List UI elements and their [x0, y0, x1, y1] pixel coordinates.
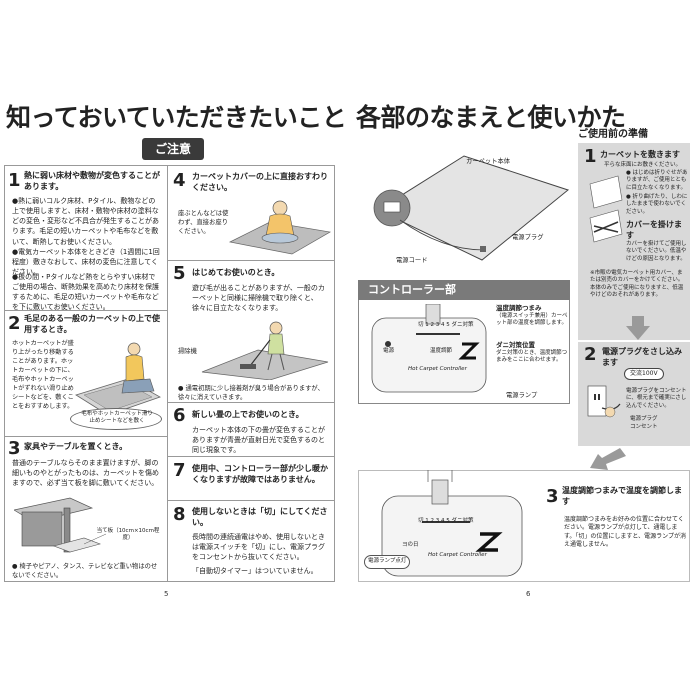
prep-note: ※市販の電気カーペット用カバー、または別売のカバーをかけてください。本体のみでご… [590, 270, 684, 299]
plug-label: 電源プラグ [512, 234, 544, 241]
section-4-caption: 座ぶとんなどは使わず、直接お座りください。 [178, 210, 229, 235]
section-1-number: 1 [8, 170, 21, 191]
prep-step-1-sub: 平らな床面にお敷きください。 [604, 162, 682, 168]
step2-plug-label: 電源プラグ [630, 416, 658, 422]
prep-step-1-heading: カーペットを敷きます [600, 150, 680, 159]
left-page-title: 知っておいていただきたいこと [6, 103, 347, 132]
carpet-diagram [373, 155, 570, 261]
divider [167, 500, 335, 501]
section-2-body: ホットカーペットが盛り上がったり移動することがあります。ホットカーペットの下に、… [12, 340, 74, 410]
section-5-number: 5 [173, 263, 186, 284]
prep-step-3-body: 温度調節つまみをお好みの位置に合わせてください。電源ランプが点灯して、通電します… [564, 516, 686, 549]
dani-label: ダニ対策位置 [496, 341, 535, 349]
section-8-note: 「自動切タイマー」はついていません。 [192, 567, 318, 575]
section-8-body: 長時間の連続通電はやめ、使用しないときは電源スイッチを「切」にし、電源プラグをコ… [192, 533, 325, 562]
column-divider [167, 165, 168, 582]
section-5-heading: はじめてお使いのとき。 [192, 268, 280, 277]
section-2-bubble-text: 毛布やホットカーペット滑り止めシートなどを敷く [81, 411, 153, 425]
caution-badge: ご注意 [142, 138, 204, 160]
prep-step-1-b1: ● はじめは折りぐせがありますが、ご使用とともに目立たなくなります。 [626, 170, 688, 191]
cord-label: 電源コード [396, 257, 428, 264]
section-6-number: 6 [173, 405, 186, 426]
caution-frame [4, 165, 335, 582]
divider [167, 402, 335, 403]
section-2-heading: 毛足のある一般のカーペットの上で使用するとき。 [24, 314, 160, 334]
right-page-number: 6 [526, 590, 531, 598]
table-board-illustration [14, 497, 107, 553]
dani-description: ダニ対策のとき、温度調節つまみをここに合わせます。 [496, 350, 568, 364]
section-3-note: ● 椅子やピアノ、タンス、テレビなど重い物はのせないでください。 [12, 563, 158, 579]
knob-label: 温度調節つまみ [496, 304, 542, 312]
step3-dial-marks: 切 1 2 3 4 5 ダニ対策 [418, 518, 474, 524]
section-3-body: 普通のテーブルならそのまま置けますが、脚の細いものやとがったものは、カーペットを… [12, 459, 159, 488]
section-8-number: 8 [173, 504, 186, 525]
arrow-down-icon [626, 316, 650, 340]
section-1-bullet-3: ●板の間・Pタイルなど熱をとらやすい床材でご使用の場合、断熱効果を高めたり床材を… [12, 273, 159, 312]
divider [167, 456, 335, 457]
divider [167, 260, 335, 261]
prep-step-1-number: 1 [584, 146, 597, 167]
controller-power-text: 電源 [383, 348, 395, 354]
cover-body: カバーを掛けてご使用しないでください。低温やけどの原因となります。 [626, 241, 687, 262]
section-3-number: 3 [8, 438, 21, 459]
section-5-note: ● 通電初期に少し接着剤が臭う場合がありますが、徐々に消えていきます。 [178, 385, 324, 401]
prep-step-2-number: 2 [584, 344, 597, 365]
lamp-on-label: 電源ランプ点灯 [368, 558, 407, 564]
vacuum-label: 掃除機 [178, 348, 197, 355]
section-3-heading: 家具やテーブルを置くとき。 [24, 442, 128, 451]
board-label: 当て板（10cm×10cm程度） [96, 528, 160, 542]
divider [4, 436, 167, 437]
section-6-body: カーペット本体の下の畳が変色することがありますが青畳が直射日光で変色するのと同じ… [192, 426, 325, 455]
left-page-number: 5 [164, 590, 169, 598]
right-page-title: 各部のなまえと使いかた [356, 103, 626, 132]
section-5-body: 遊び毛が出ることがありますが、一般のカーペットと同様に掃除機で取り除くと、徐々に… [192, 284, 325, 313]
sitting-person-illustration [228, 200, 332, 255]
prep-step-3-number: 3 [546, 486, 559, 507]
controller-banner: コントローラー部 [358, 280, 570, 300]
section-4-heading: カーペットカバーの上に直接おすわりください。 [192, 172, 328, 192]
outlet-illustration [587, 385, 621, 418]
prep-title: ご使用前の準備 [578, 129, 648, 140]
carpet-fold-illustration [589, 175, 623, 243]
section-1-bullet-1: ●熱に弱いコルク床材、Pタイル、敷物などの上で使用しますと、床材・敷物や床材の塗… [12, 197, 159, 246]
carpet-person-illustration [75, 342, 161, 416]
section-7-heading: 使用中、コントローラー部が少し暖かくなりますが故障ではありません。 [192, 464, 328, 484]
prep-step-3-heading: 温度調節つまみで温度を調節します [562, 486, 682, 506]
section-7-number: 7 [173, 460, 186, 481]
controller-dial-marks: 切 1 2 3 4 5 ダニ対策 [418, 322, 474, 328]
controller-illustration [371, 304, 487, 393]
section-4-number: 4 [173, 170, 186, 191]
section-1-bullet-2: ●電気カーペット本体をときどき（1週間に1回程度）敷きなおして、床材の変色に注意… [12, 248, 160, 277]
section-2-bubble [70, 408, 162, 430]
arrow-diagonal-icon [590, 448, 626, 470]
divider [4, 310, 167, 311]
controller-step3-illustration [381, 470, 523, 577]
prep-step-3-box [358, 470, 690, 582]
lamp-on-badge [364, 555, 410, 569]
section-1-heading: 熱に弱い床材や敷物が変色することがあります。 [24, 171, 160, 191]
section-6-heading: 新しい畳の上でお使いのとき。 [192, 410, 304, 419]
lamp-label: 電源ランプ [506, 392, 538, 399]
voltage-text: 交流100V [630, 370, 658, 377]
carpet-label: カーペット本体 [466, 158, 511, 165]
section-8-heading: 使用しないときは「切」にしてください。 [192, 507, 328, 527]
controller-brand: Hot Carpet Controller [408, 366, 467, 372]
vacuum-illustration [201, 321, 329, 380]
knob-description: （電源スイッチ兼用）カーペット部の温度を調節します。 [496, 313, 568, 327]
section-2-number: 2 [8, 313, 21, 334]
step2-outlet-label: コンセント [630, 424, 658, 430]
cover-heading: カバーを掛けます [626, 220, 682, 240]
plug-note: 電源プラグをコンセントに、根元まで確実にさし込んでください。 [626, 388, 687, 409]
prep-step-1-b2: ● 折り曲げたり、しわにしたままで使わないでください。 [626, 194, 688, 215]
step3-brand: Hot Carpet Controller [428, 552, 487, 558]
controller-scale-text: 温度調節 [430, 348, 453, 354]
prep-step-2-heading: 電源プラグをさし込みます [602, 347, 682, 367]
voltage-badge [624, 368, 664, 380]
step3-off-label: ヨの日 [402, 542, 419, 548]
